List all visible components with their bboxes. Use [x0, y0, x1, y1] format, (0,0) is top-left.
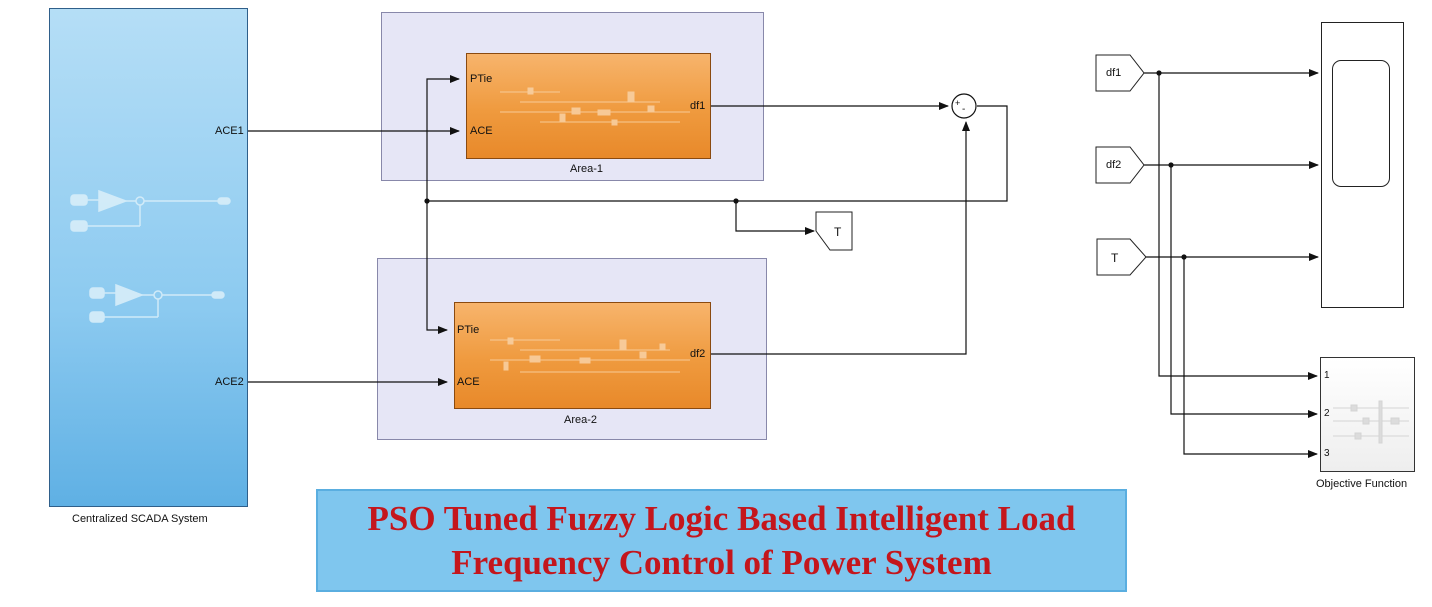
area-1-port-out: df1	[690, 100, 706, 112]
scope-block[interactable]	[1321, 22, 1404, 308]
area-1-port-ace: ACE	[470, 125, 493, 137]
wire-df2-sum	[711, 121, 970, 355]
wire-df1-obj	[1158, 73, 1318, 380]
scada-internal-preview	[70, 189, 231, 323]
sum-plus-sign: +	[955, 98, 961, 108]
area-1-internal-preview	[500, 87, 690, 126]
sum-minus-sign: -	[962, 104, 966, 115]
from-df1-label: df1	[1106, 67, 1122, 79]
area-2-port-ace: ACE	[457, 376, 480, 388]
goto-t-label: T	[834, 225, 842, 239]
area-2-subsystem-block[interactable]	[454, 302, 711, 409]
banner-line-2: Frequency Control of Power System	[451, 542, 992, 582]
junction-dot	[1168, 162, 1174, 168]
area-1-label: Area-1	[570, 163, 604, 175]
junction-dot	[733, 198, 739, 204]
scope-screen-icon	[1332, 60, 1390, 187]
wire-df2-obj	[1170, 165, 1318, 418]
scada-label: Centralized SCADA System	[72, 513, 208, 525]
banner-line-1: PSO Tuned Fuzzy Logic Based Intelligent …	[367, 498, 1076, 538]
wire-t-obj	[1183, 257, 1318, 458]
scada-subsystem-block[interactable]	[49, 8, 248, 507]
scada-port-ace2: ACE2	[215, 376, 244, 388]
from-df1-block[interactable]	[1095, 54, 1145, 92]
objective-port-1: 1	[1324, 370, 1330, 381]
from-t-block[interactable]	[1096, 238, 1147, 276]
objective-port-3: 3	[1324, 448, 1330, 459]
from-df2-label: df2	[1106, 159, 1122, 171]
objective-port-2: 2	[1324, 408, 1330, 419]
area-1-subsystem-block[interactable]	[466, 53, 711, 159]
objective-internal-preview	[1333, 400, 1409, 444]
goto-t-block[interactable]	[815, 211, 853, 251]
wire-sum-out	[427, 105, 1008, 202]
junction-dot	[1181, 254, 1187, 260]
wire-goto-t	[735, 201, 815, 235]
wire-ptie-area1	[426, 75, 460, 201]
wire-ptie-area2	[426, 201, 448, 334]
objective-function-label: Objective Function	[1316, 478, 1408, 490]
objective-function-block[interactable]	[1320, 357, 1415, 472]
junction-dot	[424, 198, 430, 204]
title-banner: PSO Tuned Fuzzy Logic Based Intelligent …	[316, 489, 1127, 592]
scada-port-ace1: ACE1	[215, 125, 244, 137]
sum-block[interactable]	[951, 93, 977, 119]
area-2-internal-preview	[490, 337, 690, 373]
from-t-label: T	[1111, 251, 1119, 265]
area-2-label: Area-2	[564, 414, 598, 426]
area-2-port-ptie: PTie	[457, 324, 480, 336]
from-df2-block[interactable]	[1095, 146, 1145, 184]
area-2-port-out: df2	[690, 348, 706, 360]
junction-dot	[1156, 70, 1162, 76]
area-1-port-ptie: PTie	[470, 73, 493, 85]
